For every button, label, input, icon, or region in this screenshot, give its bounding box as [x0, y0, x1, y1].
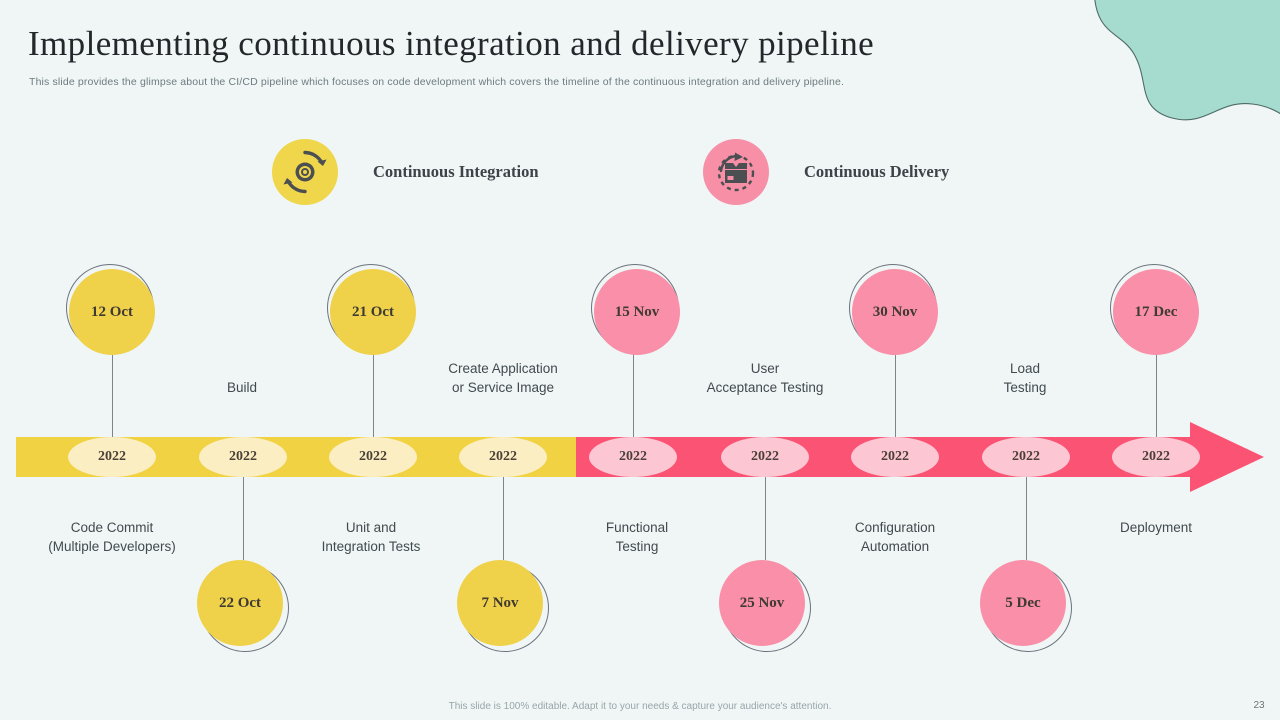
milestone-stage-label: User Acceptance Testing	[706, 361, 824, 395]
footer-note: This slide is 100% editable. Adapt it to…	[448, 701, 832, 712]
milestone-stage-label: Load Testing	[1003, 361, 1047, 395]
milestone-date-label: 30 Nov	[852, 269, 938, 355]
milestone-connector-line	[895, 354, 896, 437]
milestone-date-label: 22 Oct	[197, 560, 283, 646]
milestone-date-label: 7 Nov	[457, 560, 543, 646]
milestone-date-label: 21 Oct	[330, 269, 416, 355]
timeline-year-pill: 2022	[851, 437, 939, 477]
legend-label-continuous-integration: Continuous Integration	[373, 162, 539, 181]
milestone-stage-label: Configuration Automation	[854, 520, 936, 554]
milestone-connector-line	[1026, 477, 1027, 560]
milestone-connector-line	[243, 477, 244, 560]
milestone-connector-line	[633, 354, 634, 437]
milestone-connector-line	[112, 354, 113, 437]
milestone-stage-label: Code Commit (Multiple Developers)	[48, 520, 176, 554]
timeline-year-pill: 2022	[459, 437, 547, 477]
milestone-connector-line	[765, 477, 766, 560]
milestone-date-label: 5 Dec	[980, 560, 1066, 646]
legend-item-continuous-integration: Continuous Integration	[272, 139, 539, 205]
milestone-connector-line	[373, 354, 374, 437]
milestone-date-label: 17 Dec	[1113, 269, 1199, 355]
milestone-date-circle[interactable]: 30 Nov	[849, 264, 941, 356]
milestone-date-circle[interactable]: 21 Oct	[327, 264, 419, 356]
milestone-date-label: 15 Nov	[594, 269, 680, 355]
milestone-date-circle[interactable]: 7 Nov	[457, 560, 549, 652]
package-delivery-icon	[703, 139, 769, 205]
milestone-date-circle[interactable]: 12 Oct	[66, 264, 158, 356]
timeline-year-pill: 2022	[721, 437, 809, 477]
milestone-stage-label: Deployment	[1119, 520, 1193, 535]
page-title: Implementing continuous integration and …	[28, 24, 875, 63]
legend-label-continuous-delivery: Continuous Delivery	[804, 162, 950, 181]
milestone-connector-line	[503, 477, 504, 560]
timeline-year-pill: 2022	[199, 437, 287, 477]
page-subtitle: This slide provides the glimpse about th…	[29, 76, 845, 88]
legend-item-continuous-delivery: Continuous Delivery	[703, 139, 949, 205]
cloud-decoration-icon	[1094, 0, 1280, 121]
timeline-year-pill: 2022	[68, 437, 156, 477]
milestone-date-label: 12 Oct	[69, 269, 155, 355]
milestone-date-circle[interactable]: 22 Oct	[197, 560, 289, 652]
page-number: 23	[1253, 700, 1265, 711]
milestone-date-circle[interactable]: 17 Dec	[1110, 264, 1202, 356]
milestone-date-label: 25 Nov	[719, 560, 805, 646]
timeline-year-pill: 2022	[982, 437, 1070, 477]
milestone-date-circle[interactable]: 25 Nov	[719, 560, 811, 652]
milestone-stage-label: Create Application or Service Image	[448, 361, 558, 395]
timeline-year-pill: 2022	[1112, 437, 1200, 477]
refresh-gear-icon	[272, 139, 338, 205]
milestone-stage-label: Functional Testing	[605, 520, 669, 554]
milestone-date-circle[interactable]: 5 Dec	[980, 560, 1072, 652]
milestone-date-circle[interactable]: 15 Nov	[591, 264, 683, 356]
milestone-connector-line	[1156, 354, 1157, 437]
timeline-year-pill: 2022	[329, 437, 417, 477]
milestone-stage-label: Build	[226, 380, 258, 395]
timeline-arrow-head-icon	[1190, 422, 1264, 492]
timeline-year-pill: 2022	[589, 437, 677, 477]
milestone-stage-label: Unit and Integration Tests	[321, 520, 421, 554]
